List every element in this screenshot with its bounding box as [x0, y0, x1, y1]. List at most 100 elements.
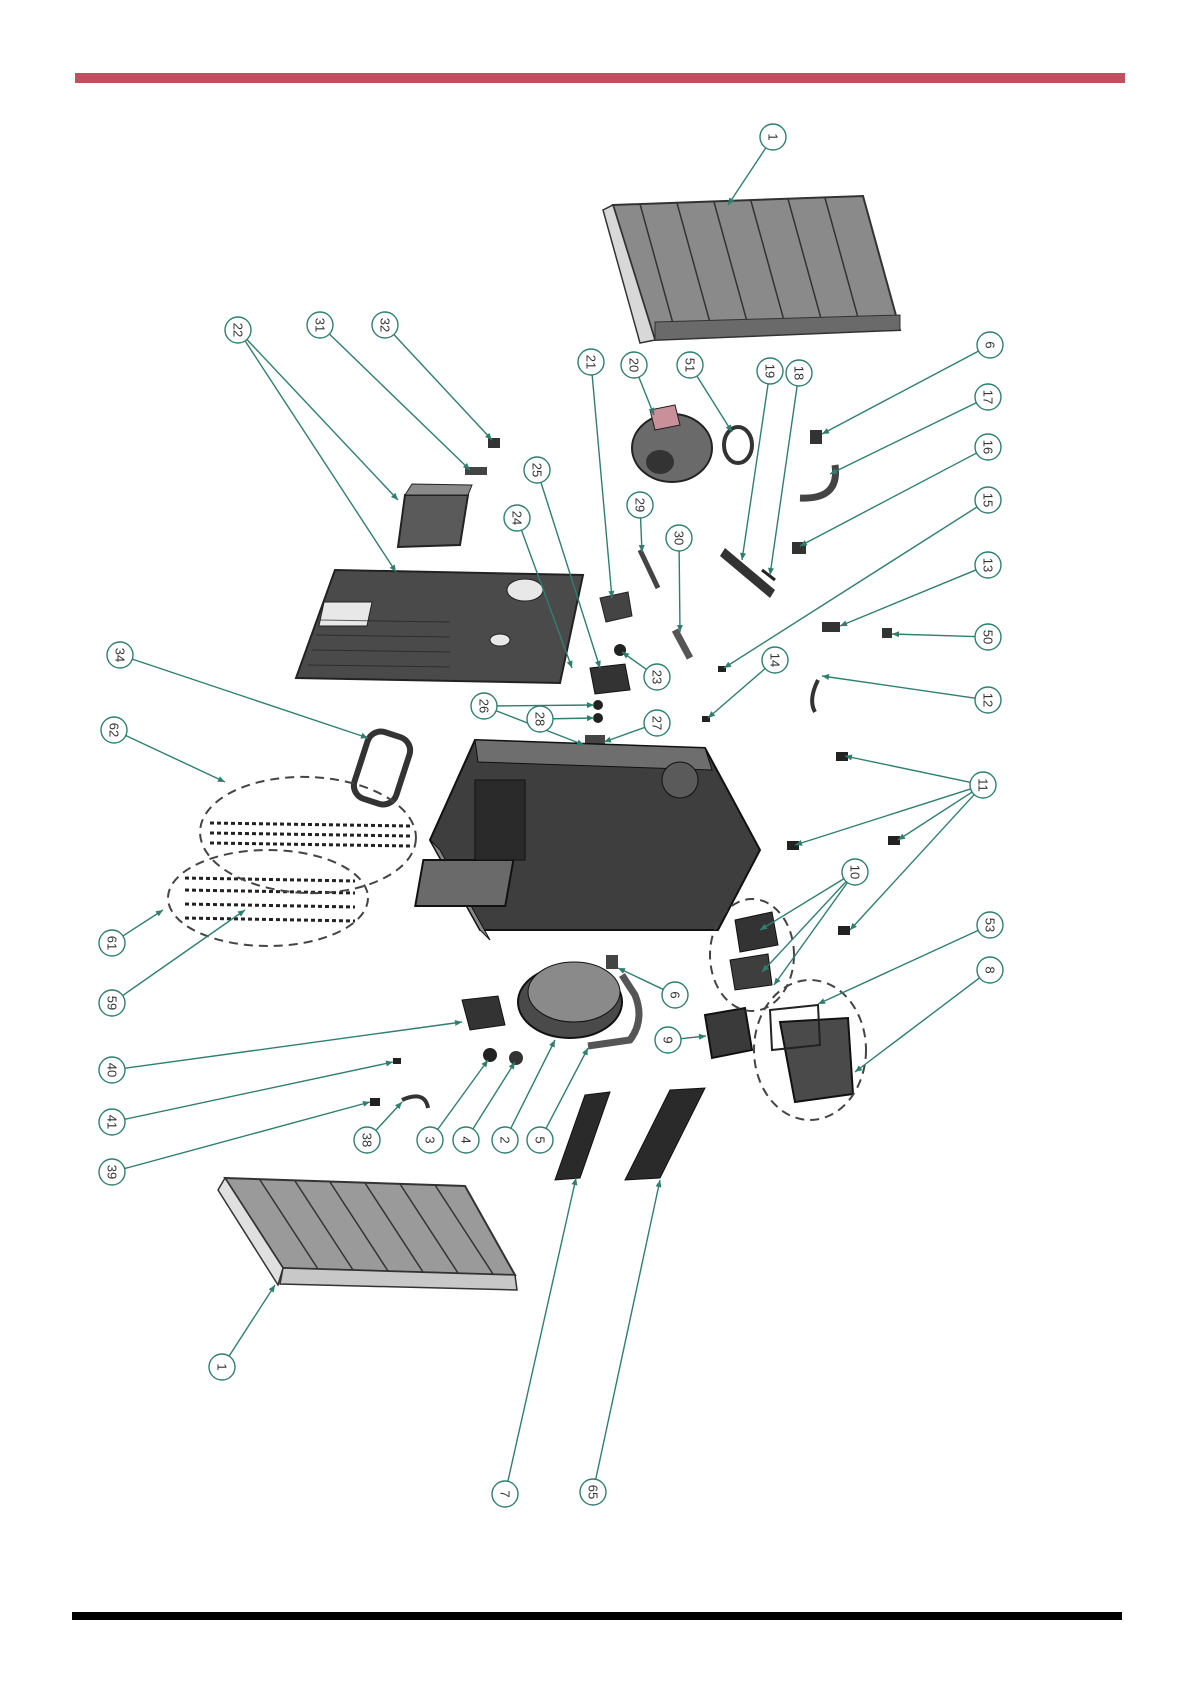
callout-p2: 2: [492, 1127, 518, 1153]
fan-assembly: [632, 405, 712, 482]
callout-p50: 50: [975, 624, 1001, 650]
leader-line-p11-3: [850, 795, 974, 930]
part-25-shape: [590, 664, 630, 694]
callout-number-p24: 24: [510, 511, 525, 525]
callout-number-p41: 41: [105, 1115, 120, 1129]
leader-arrow-p1b-0: [269, 1285, 275, 1293]
callout-p3: 3: [417, 1127, 443, 1153]
callout-p53: 53: [977, 912, 1003, 938]
callout-number-p21: 21: [584, 355, 599, 369]
callout-number-p1a: 1: [766, 133, 781, 140]
callout-p5: 5: [527, 1127, 553, 1153]
callout-number-p23: 23: [650, 670, 665, 684]
leader-line-p6a-0: [822, 351, 979, 434]
leader-line-p51-0: [697, 376, 732, 432]
callout-number-p3: 3: [423, 1136, 438, 1143]
callout-p14: 14: [762, 647, 788, 673]
rod-30-shape: [675, 630, 690, 658]
part-28-shape: [593, 713, 603, 723]
side-panel-top: [603, 196, 900, 343]
leader-line-p59-0: [123, 910, 245, 996]
leader-line-p11-0: [845, 756, 970, 782]
callout-p17: 17: [975, 384, 1001, 410]
callout-number-p29: 29: [633, 498, 648, 512]
callout-p7: 7: [492, 1481, 518, 1507]
callout-p18: 18: [786, 360, 812, 386]
callout-p41: 41: [99, 1109, 125, 1135]
callout-number-p26: 26: [477, 699, 492, 713]
callout-p51: 51: [677, 352, 703, 378]
part-13-shape: [822, 622, 840, 632]
leader-line-p65-0: [596, 1180, 660, 1479]
callout-number-p12: 12: [981, 693, 996, 707]
callout-p21: 21: [578, 349, 604, 375]
callout-number-p7: 7: [498, 1490, 513, 1497]
leader-line-p30-0: [679, 551, 680, 632]
bar-7-shape: [555, 1092, 610, 1180]
electrode-18-shape: [762, 570, 775, 580]
leader-line-p32-0: [394, 335, 492, 440]
callout-number-p51: 51: [683, 358, 698, 372]
callout-number-p34: 34: [113, 648, 128, 662]
callout-p20: 20: [621, 352, 647, 378]
callout-number-p1b: 1: [215, 1363, 230, 1370]
callout-number-p50: 50: [981, 630, 996, 644]
leader-arrow-p3-0: [481, 1060, 488, 1067]
part-10b-shape: [730, 954, 772, 990]
callout-p9: 9: [655, 1027, 681, 1053]
leader-line-p17-0: [830, 403, 976, 474]
callout-number-p15: 15: [981, 493, 996, 507]
callout-number-p13: 13: [981, 558, 996, 572]
bar-65-shape: [625, 1088, 705, 1180]
leader-line-p22-1: [245, 341, 396, 572]
callout-p40: 40: [99, 1057, 125, 1083]
callout-number-p6b: 6: [668, 991, 683, 998]
part-39-shape: [370, 1098, 380, 1106]
callout-p34: 34: [107, 642, 133, 668]
part-6-top-shape: [810, 430, 822, 444]
leader-line-p26-0: [497, 705, 594, 706]
coil-62-shape: [210, 823, 410, 846]
part-6-bottom-shape: [606, 955, 618, 969]
callout-p15: 15: [975, 487, 1001, 513]
callout-number-p22: 22: [231, 323, 246, 337]
leader-line-p40-0: [125, 1022, 462, 1068]
callout-number-p20: 20: [627, 358, 642, 372]
back-panel: [296, 570, 583, 683]
leader-arrow-p41-0: [386, 1061, 393, 1067]
leader-line-p19-0: [742, 384, 768, 560]
leader-line-p12-0: [822, 676, 975, 698]
leader-arrow-p12-0: [822, 674, 829, 680]
callout-p8: 8: [977, 957, 1003, 983]
callout-number-p27: 27: [650, 716, 665, 730]
leader-arrow-p28-0: [587, 715, 594, 721]
leader-line-p62-0: [126, 736, 225, 782]
leader-arrow-p65-0: [656, 1180, 662, 1187]
leader-line-p1b-0: [229, 1285, 275, 1356]
callout-number-p5: 5: [533, 1136, 548, 1143]
leader-line-p53-0: [818, 930, 978, 1004]
leader-line-p11-1: [795, 789, 971, 845]
pipe-17-shape: [800, 465, 836, 498]
callout-number-p39: 39: [105, 1165, 120, 1179]
leader-line-p8-0: [855, 978, 980, 1072]
callout-p4: 4: [453, 1127, 479, 1153]
callout-p11: 11: [970, 772, 996, 798]
callout-number-p25: 25: [530, 463, 545, 477]
leader-arrow-p23-0: [622, 652, 629, 659]
leader-line-p61-0: [123, 910, 163, 936]
rod-29-shape: [640, 550, 658, 588]
box-9-shape: [705, 1008, 752, 1058]
control-box: [398, 484, 472, 547]
coil-59-shape: [185, 878, 355, 921]
callout-p30: 30: [666, 525, 692, 551]
callout-p19: 19: [757, 358, 783, 384]
leader-line-p22-0: [247, 339, 398, 500]
leader-arrow-p26-1: [576, 740, 584, 746]
callout-number-p9: 9: [661, 1036, 676, 1043]
callout-number-p16: 16: [981, 440, 996, 454]
leader-line-p3-0: [438, 1060, 488, 1129]
callout-number-p61: 61: [105, 936, 120, 950]
callout-p27: 27: [644, 710, 670, 736]
